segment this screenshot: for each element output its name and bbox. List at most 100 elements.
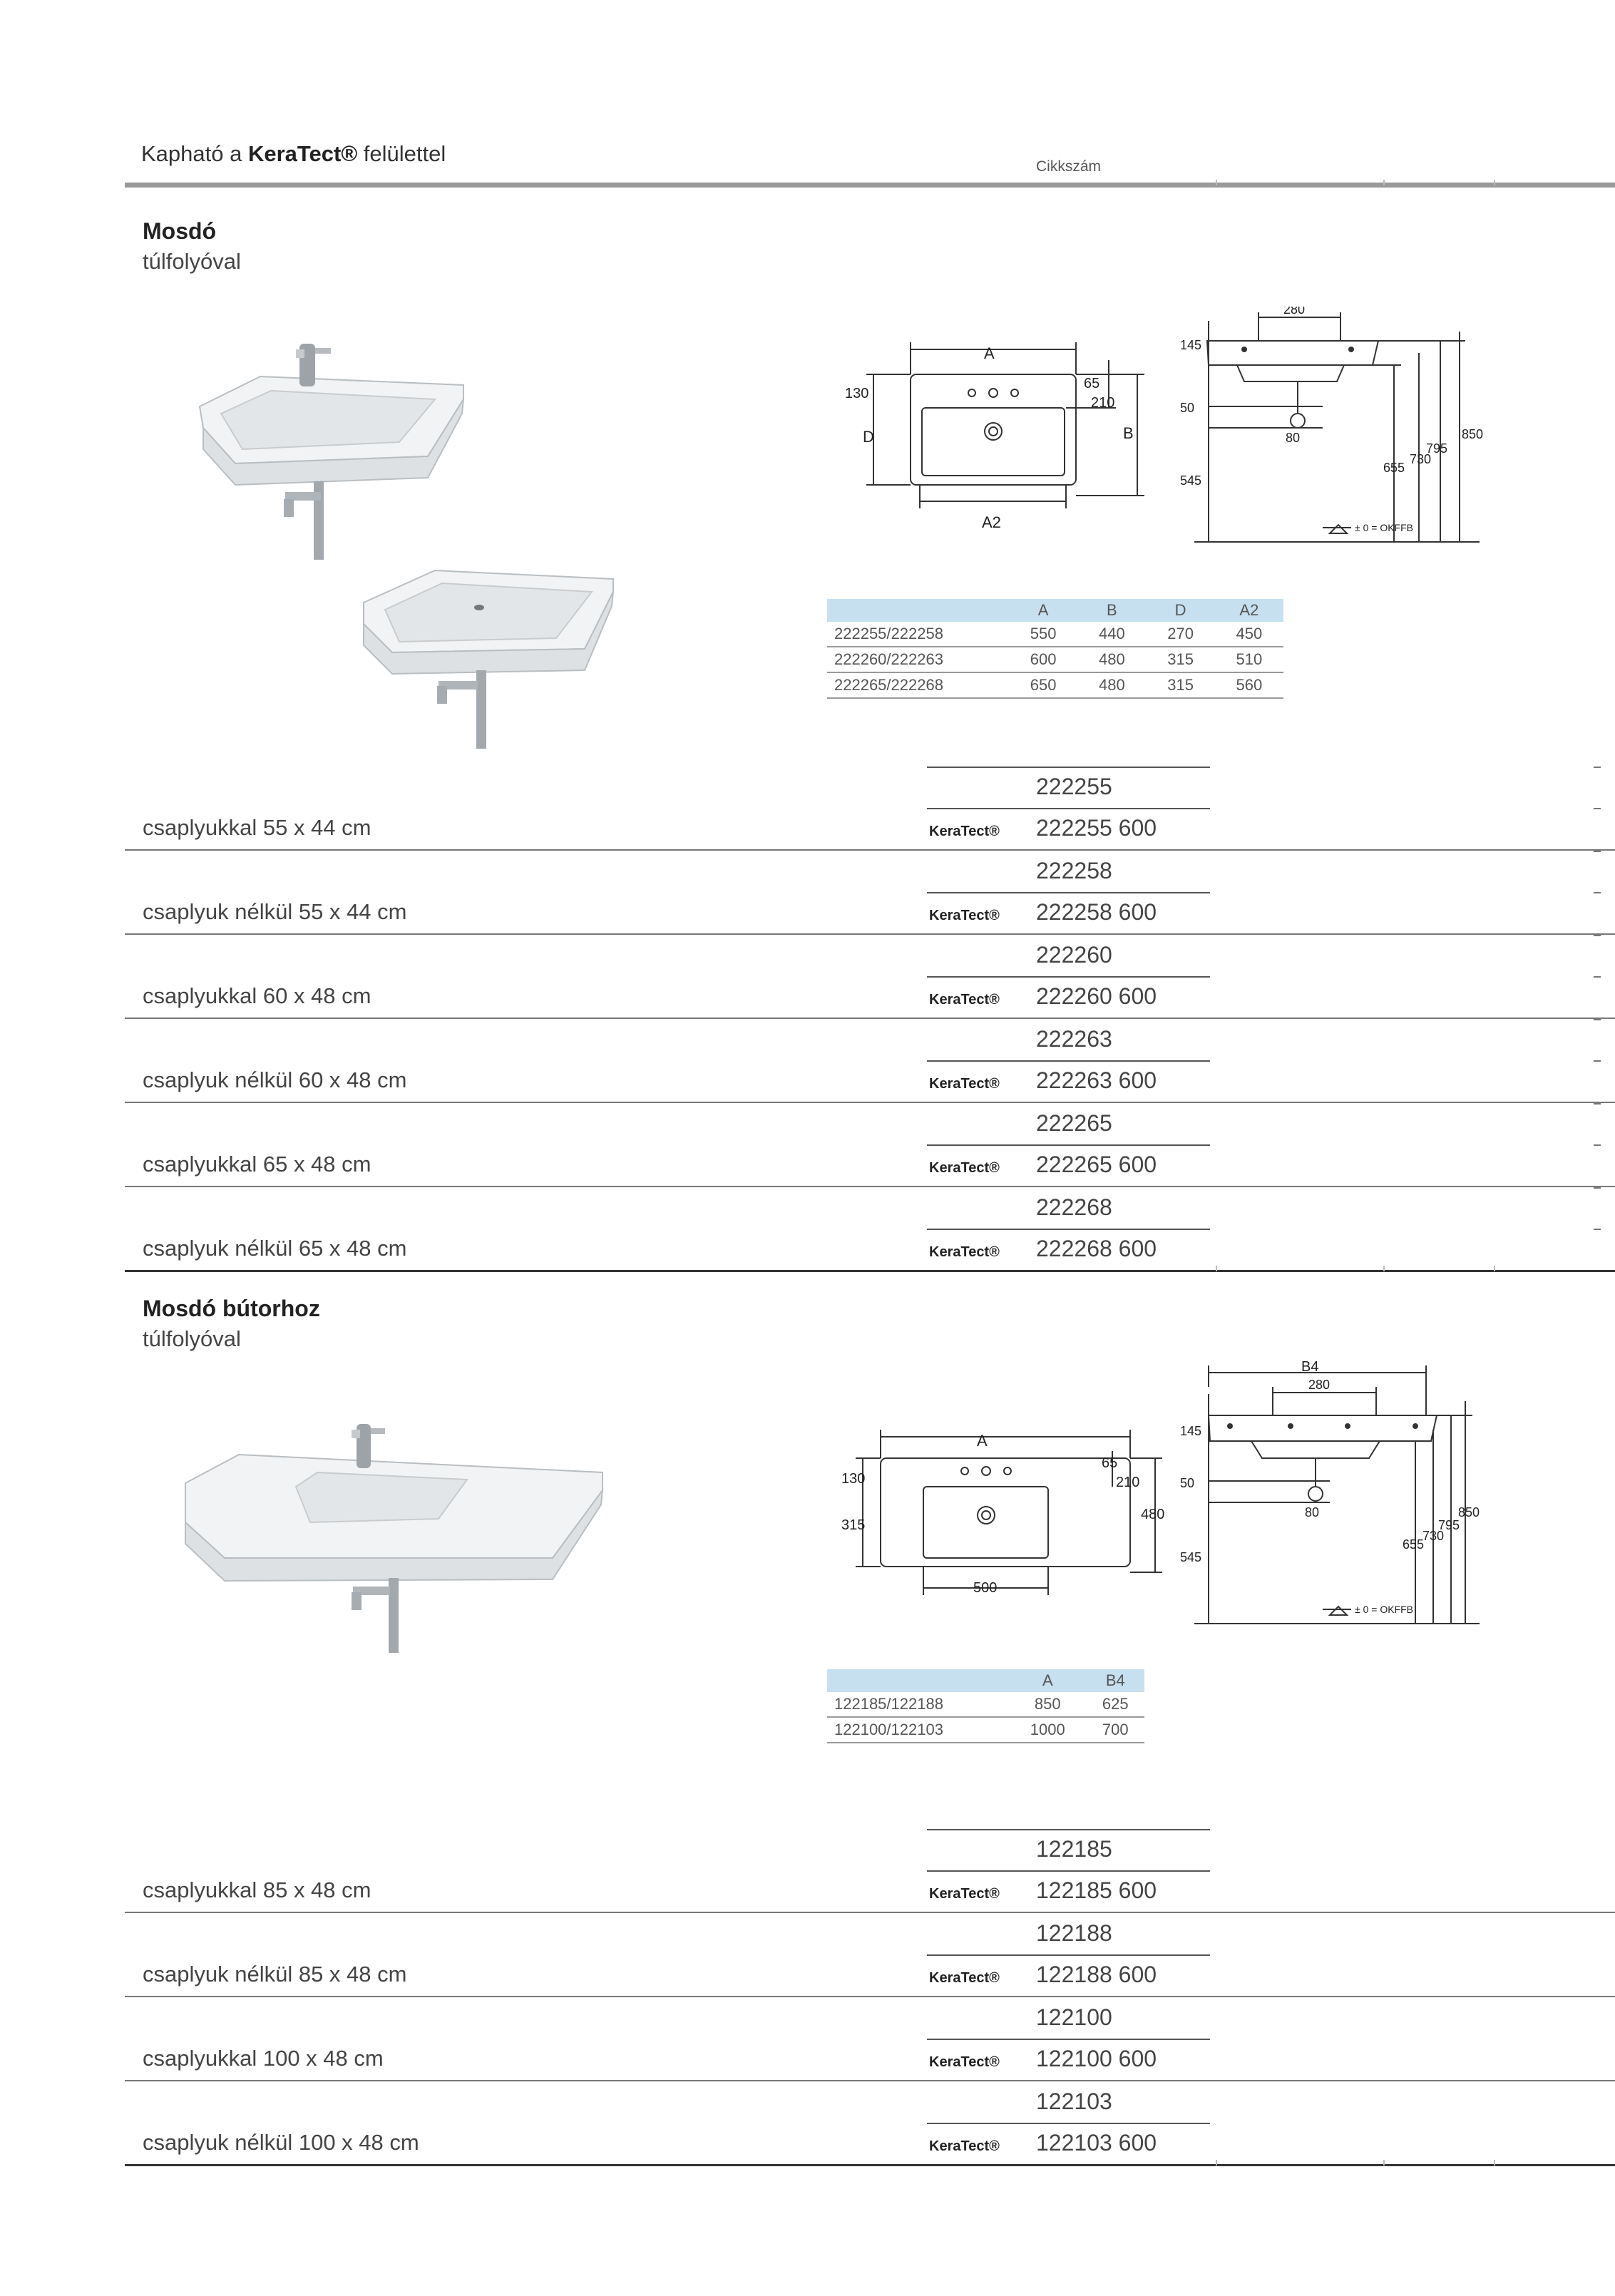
keratect-label: KeraTect® [929,2054,1000,2070]
row-line [927,1229,1210,1230]
row-dash [1594,1103,1601,1105]
table-row: 222255/222258 550 440 270 450 [827,622,1283,647]
row-divider [125,849,1615,851]
product-row: 222263 csaplyuk nélkül 60 x 48 cm KeraTe… [0,1019,1615,1103]
technical-drawing-front: A A2 B D 130 65 210 [845,342,1144,531]
section1-subtitle: túlfolyóval [143,249,241,274]
dimension-table: A B D A2 222255/222258 550 440 270 450 2… [827,599,1283,699]
table-cell: 440 [1077,622,1147,647]
product-description: csaplyuk nélkül 85 x 48 cm [143,1962,407,1987]
row-divider [125,1912,1615,1913]
section-tick [1216,2160,1217,2166]
page-header: Kapható a KeraTect® felülettel [141,141,446,167]
dim-label: 280 [1283,307,1305,317]
row-divider [125,2080,1615,2081]
row-line [927,767,1210,768]
row-dash [1594,1060,1601,1062]
dim-label: 145 [1180,338,1201,352]
dim-label: A [977,1432,988,1450]
row-divider [125,1186,1615,1187]
dim-label: 210 [1116,1475,1139,1490]
dim-label: 730 [1422,1529,1444,1543]
table-cell: 560 [1214,672,1283,699]
header-tick [1494,180,1495,185]
table-cell: 222260/222263 [827,647,1009,673]
table-cell: 700 [1086,1717,1144,1743]
article-number: 222265 [1036,1110,1112,1136]
keratect-label: KeraTect® [929,908,1000,923]
dim-label: 730 [1410,452,1431,466]
row-line [927,2039,1210,2040]
row-divider [125,1018,1615,1019]
dim-label: 480 [1141,1507,1164,1522]
dim-label: 65 [1084,376,1099,391]
product-description: csaplyuk nélkül 55 x 44 cm [143,899,407,924]
article-number: 222263 [1036,1026,1112,1052]
section2-subtitle: túlfolyóval [143,1326,241,1351]
product-description: csaplyukkal 65 x 48 cm [143,1152,371,1177]
article-number: 222260 [1036,942,1112,968]
row-dash [1594,1229,1601,1230]
table-header: B4 [1086,1669,1144,1692]
section-tick [1494,1266,1495,1271]
product-row: 122103 csaplyuk nélkül 100 x 48 cm KeraT… [0,2081,1615,2166]
article-number: 122188 [1036,1920,1112,1946]
section-tick [1383,2160,1385,2166]
keratect-article-number: 122188 600 [1036,1962,1157,1987]
table-cell: 122100/122103 [827,1717,1009,1743]
table-cell: 480 [1077,672,1147,699]
keratect-label: KeraTect® [929,1244,1000,1260]
row-line [927,1954,1210,1956]
article-number: 122100 [1036,2004,1112,2030]
dim-label: B4 [1301,1359,1318,1375]
washbasin-photo [363,569,614,749]
washbasin-photo [198,344,464,560]
header-rule [125,183,1615,188]
product-row: 222255 csaplyukkal 55 x 44 cm KeraTect® … [0,767,1615,851]
table-row: 222260/222263 600 480 315 510 [827,647,1283,673]
section-end-rule [125,1270,1615,1272]
dim-label: 80 [1305,1505,1319,1519]
product-description: csaplyukkal 100 x 48 cm [143,2046,384,2071]
section-tick [1383,1266,1385,1271]
dim-label: 130 [845,386,868,401]
table-cell: 1000 [1009,1717,1087,1743]
row-dash [1594,935,1601,936]
dim-label: 655 [1403,1537,1424,1552]
row-dash [1594,892,1601,893]
product-row: 222265 csaplyukkal 65 x 48 cm KeraTect® … [0,1103,1615,1187]
technical-drawing-side: B4 280 145 50 80 545 655 730 795 850 ± 0… [1180,1359,1480,1624]
dim-label: 315 [841,1517,865,1533]
product-description: csaplyukkal 55 x 44 cm [143,815,371,840]
floor-label: ± 0 = OKFFB [1355,522,1413,533]
row-line [927,808,1210,809]
dim-label: 280 [1308,1378,1330,1392]
section-tick [1216,1266,1217,1271]
dim-label: 210 [1091,395,1114,411]
row-dash [1594,1187,1601,1189]
dim-label: 795 [1426,441,1447,456]
product-description: csaplyuk nélkül 60 x 48 cm [143,1067,407,1092]
table-cell: 600 [1009,647,1078,673]
table-header [827,599,1009,622]
dim-label: A2 [982,513,1001,531]
dim-label: 50 [1180,1476,1194,1490]
table-header: D [1146,599,1215,622]
dim-label: A [984,344,995,362]
keratect-article-number: 222263 600 [1036,1067,1157,1093]
table-cell: 270 [1146,622,1215,647]
row-dash [1594,851,1601,852]
table-header: B [1077,599,1147,622]
article-number: 222255 [1036,774,1112,799]
row-dash [1594,808,1601,809]
dim-label: 795 [1438,1518,1460,1532]
table-cell: 315 [1146,647,1215,673]
header-prefix: Kapható a [141,141,248,166]
article-number: 222268 [1036,1194,1112,1220]
row-dash [1594,1144,1601,1146]
dimension-table: A B4 122185/122188 850 625 122100/122103… [827,1669,1144,1743]
header-tick [1216,180,1217,185]
row-dash [1594,976,1601,978]
table-cell: 510 [1214,647,1283,673]
row-line [927,2123,1210,2124]
